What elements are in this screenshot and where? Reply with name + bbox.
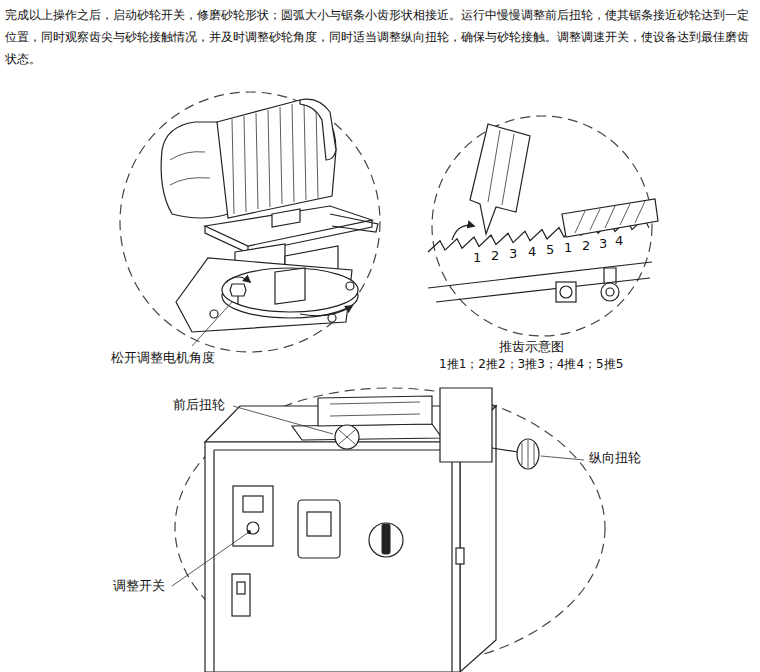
leader-dot [247, 530, 251, 534]
speed-knob [247, 522, 259, 534]
instruction-text: 完成以上操作之后，启动砂轮开关，修磨砂轮形状；圆弧大小与锯条小齿形状相接近。运行… [4, 4, 754, 70]
tooth-number: 1 [472, 250, 482, 266]
rotation-arrow [452, 225, 474, 240]
wheel-lines [488, 130, 514, 205]
hex-socket [560, 286, 572, 298]
cabinet-door [214, 450, 452, 672]
arm [330, 214, 378, 232]
leader-line [172, 532, 249, 586]
leader-line [541, 456, 584, 460]
tooth-number: 2 [581, 238, 591, 254]
rotate-arrow [300, 306, 352, 316]
tooth-number: 4 [614, 233, 624, 249]
leader-line [233, 406, 333, 434]
screw-shank [237, 296, 238, 304]
clamp [272, 209, 300, 227]
fan-cover [161, 122, 228, 218]
slide-block [318, 396, 432, 426]
ring-stem [604, 268, 616, 284]
detail-circle [120, 92, 380, 352]
figure-caption: 推齿示意图 [498, 339, 565, 355]
shaft [492, 448, 518, 452]
cabinet-detail [172, 388, 605, 672]
bolt-head [556, 282, 576, 302]
hinge [456, 548, 464, 564]
tooth-number: 5 [545, 242, 555, 258]
leader-line [192, 302, 232, 346]
motor-detail [120, 92, 380, 352]
rocker-button [307, 512, 331, 536]
knob-ridges [339, 430, 355, 444]
clamp-hatch [575, 201, 645, 233]
callout-label: 调整开关 [112, 578, 166, 594]
saw-band-edge [428, 262, 652, 288]
wheel-housing [440, 388, 492, 462]
motor-flange [300, 99, 336, 160]
tooth-number: 1 [563, 240, 573, 256]
turntable-top [222, 268, 358, 312]
bolt [346, 282, 354, 290]
bolt [210, 310, 218, 318]
knob-ridges [522, 440, 534, 468]
slide-base [292, 424, 442, 440]
ring-nut-hole [606, 288, 614, 296]
mount-plate [205, 206, 372, 246]
tooth-number: 4 [527, 244, 537, 260]
loosen-arrow [226, 277, 250, 282]
callout-label: 松开调整电机角度 [110, 350, 216, 366]
longitudinal-knob [517, 439, 539, 469]
screw [230, 284, 246, 296]
indicator [232, 574, 250, 616]
callout-label: 前后扭轮 [172, 397, 226, 413]
tooth-number: 2 [490, 248, 500, 264]
indicator-slot [237, 582, 245, 594]
motor-fins [232, 103, 318, 214]
speed-controller [233, 486, 273, 546]
callout-label: 纵向扭轮 [588, 450, 642, 466]
motor-body [217, 100, 336, 218]
rocker-switch [298, 500, 340, 558]
pivot-block [275, 268, 305, 304]
slide-lines [330, 402, 420, 416]
speed-display [243, 496, 263, 512]
figure-note: 1推1；2推2；3推3；4推4；5推5 [438, 357, 624, 371]
tooth-number: 3 [508, 246, 518, 262]
ring-nut [601, 283, 619, 301]
clamp [562, 199, 658, 237]
tooth-detail [428, 116, 658, 336]
fan-cover-lines [170, 152, 210, 185]
cabinet-front [205, 442, 460, 672]
rotary-switch [369, 523, 403, 557]
grinding-wheel [470, 124, 530, 234]
front-back-knob [335, 425, 359, 449]
mount-plate-edge [205, 220, 372, 253]
rotary-lever [382, 524, 390, 554]
tooth-number: 3 [598, 236, 608, 252]
support-rail [436, 278, 650, 302]
